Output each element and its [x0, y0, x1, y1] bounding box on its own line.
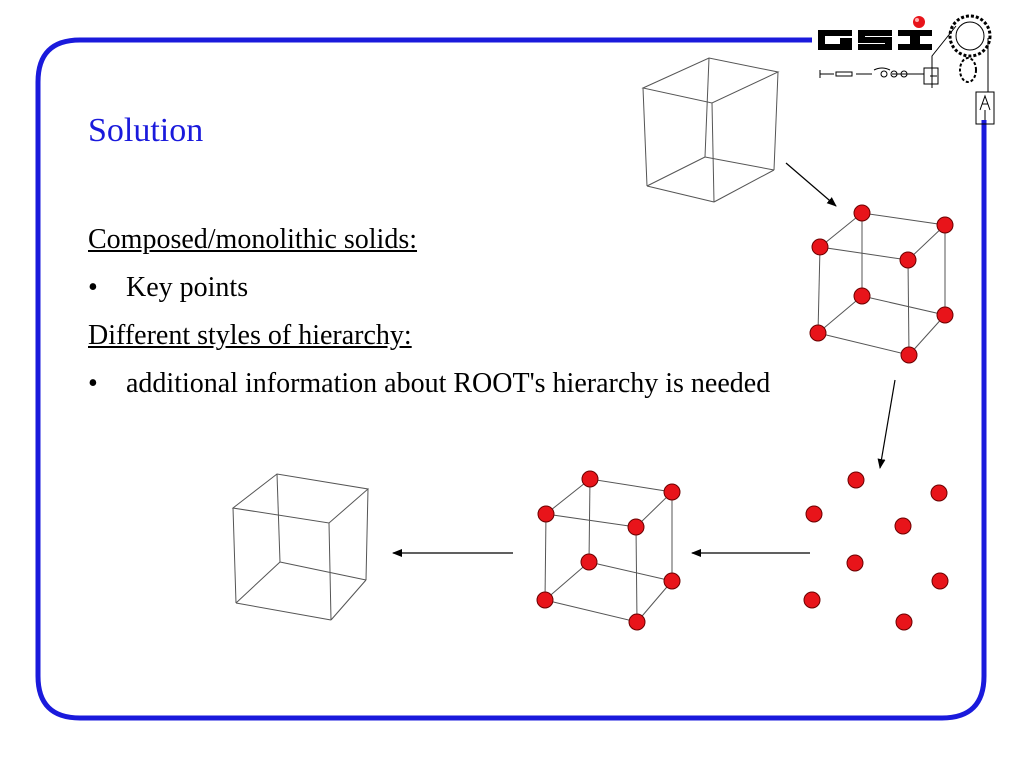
cube-solid-reconstructed	[231, 473, 370, 621]
key-point	[627, 518, 645, 536]
key-point	[805, 505, 823, 523]
key-point	[931, 572, 949, 590]
key-point	[537, 505, 555, 523]
heading-composed-solids: Composed/monolithic solids:	[88, 224, 417, 256]
key-point	[894, 517, 912, 535]
key-point	[580, 553, 598, 571]
heading-composed-solids-text: Composed/monolithic solids:	[88, 224, 418, 255]
key-point	[853, 204, 871, 222]
bullet-marker: •	[88, 272, 98, 303]
bullet-additional-info: • additional information about ROOT's hie…	[88, 368, 770, 400]
scattered-key-points	[803, 471, 949, 631]
bullet-key-points-text: Key points	[126, 272, 249, 303]
key-point	[936, 306, 954, 324]
key-point	[900, 346, 918, 364]
key-point	[930, 484, 948, 502]
gsi-logo-accelerator-drawing	[819, 14, 995, 125]
bullet-marker: •	[88, 368, 98, 399]
key-point	[936, 216, 954, 234]
key-point	[811, 238, 829, 256]
slide-title: Solution	[88, 112, 204, 149]
cube-solid-original	[641, 57, 780, 203]
cube-with-key-points	[809, 204, 954, 364]
key-point	[628, 613, 646, 631]
key-point	[581, 470, 599, 488]
cube-reconstructed-key-points	[536, 470, 681, 631]
arrow-to-keypoint-cube	[785, 162, 837, 207]
arrow-to-scattered-points	[877, 379, 896, 469]
key-point	[853, 287, 871, 305]
bullet-key-points: • Key points	[88, 272, 248, 304]
key-point	[847, 471, 865, 489]
key-point	[899, 251, 917, 269]
heading-hierarchy-styles: Different styles of hierarchy:	[88, 320, 412, 352]
gsi-logo	[818, 14, 995, 125]
key-point	[803, 591, 821, 609]
key-point	[809, 324, 827, 342]
key-point	[663, 572, 681, 590]
key-point	[895, 613, 913, 631]
key-point	[663, 483, 681, 501]
gsi-logo-wordmark	[818, 16, 932, 50]
bullet-additional-info-text: additional information about ROOT's hier…	[126, 368, 771, 399]
heading-hierarchy-styles-text: Different styles of hierarchy:	[88, 320, 412, 351]
key-point	[846, 554, 864, 572]
key-point	[536, 591, 554, 609]
